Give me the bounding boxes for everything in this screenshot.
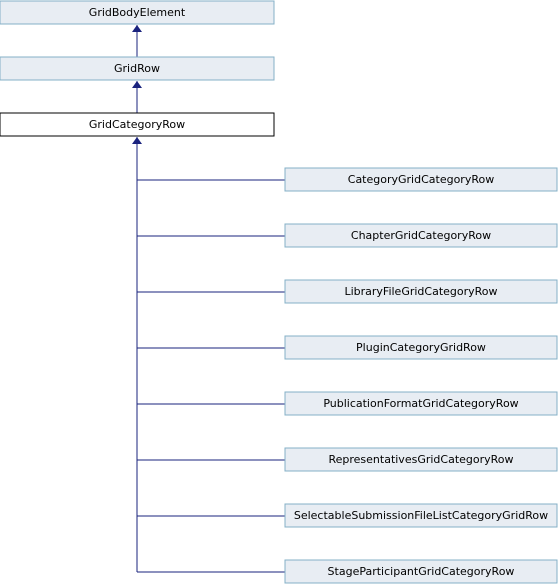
class-box	[0, 0, 275, 25]
class-box	[284, 391, 558, 416]
class-box	[284, 279, 558, 304]
class-node-chapter-grid-category-row[interactable]: ChapterGridCategoryRow	[284, 223, 558, 248]
class-node-selectable-submission-file-list-category-grid-row[interactable]: SelectableSubmissionFileListCategoryGrid…	[284, 503, 558, 528]
class-node-stage-participant-grid-category-row[interactable]: StageParticipantGridCategoryRow	[284, 559, 558, 584]
class-box-focus	[0, 112, 275, 137]
class-box	[0, 56, 275, 81]
class-label: SelectableSubmissionFileListCategoryGrid…	[294, 509, 548, 522]
class-box	[284, 503, 558, 528]
class-node-plugin-category-grid-row[interactable]: PluginCategoryGridRow	[284, 335, 558, 360]
class-label: RepresentativesGridCategoryRow	[328, 453, 513, 466]
class-box	[284, 335, 558, 360]
derived-class-nodes: CategoryGridCategoryRowChapterGridCatego…	[284, 167, 558, 584]
class-box	[284, 223, 558, 248]
class-box	[284, 559, 558, 584]
class-node-representatives-grid-category-row[interactable]: RepresentativesGridCategoryRow	[284, 447, 558, 472]
inheritance-edges	[132, 25, 285, 573]
class-node-library-file-grid-category-row[interactable]: LibraryFileGridCategoryRow	[284, 279, 558, 304]
class-node-grid-row[interactable]: GridRow	[0, 56, 275, 81]
class-label: GridCategoryRow	[89, 118, 185, 131]
class-label: PublicationFormatGridCategoryRow	[323, 397, 518, 410]
class-label: GridBodyElement	[89, 6, 186, 19]
class-label: StageParticipantGridCategoryRow	[328, 565, 515, 578]
class-node-publication-format-grid-category-row[interactable]: PublicationFormatGridCategoryRow	[284, 391, 558, 416]
derived-branch-lines	[137, 179, 285, 573]
class-label: GridRow	[114, 62, 160, 75]
class-label: CategoryGridCategoryRow	[348, 173, 494, 186]
class-box	[284, 167, 558, 192]
class-node-category-grid-category-row[interactable]: CategoryGridCategoryRow	[284, 167, 558, 192]
class-node-grid-body-element[interactable]: GridBodyElement	[0, 0, 275, 25]
class-node-grid-category-row[interactable]: GridCategoryRow	[0, 112, 275, 137]
class-label: PluginCategoryGridRow	[356, 341, 486, 354]
class-label: ChapterGridCategoryRow	[351, 229, 491, 242]
class-box	[284, 447, 558, 472]
class-label: LibraryFileGridCategoryRow	[344, 285, 497, 298]
